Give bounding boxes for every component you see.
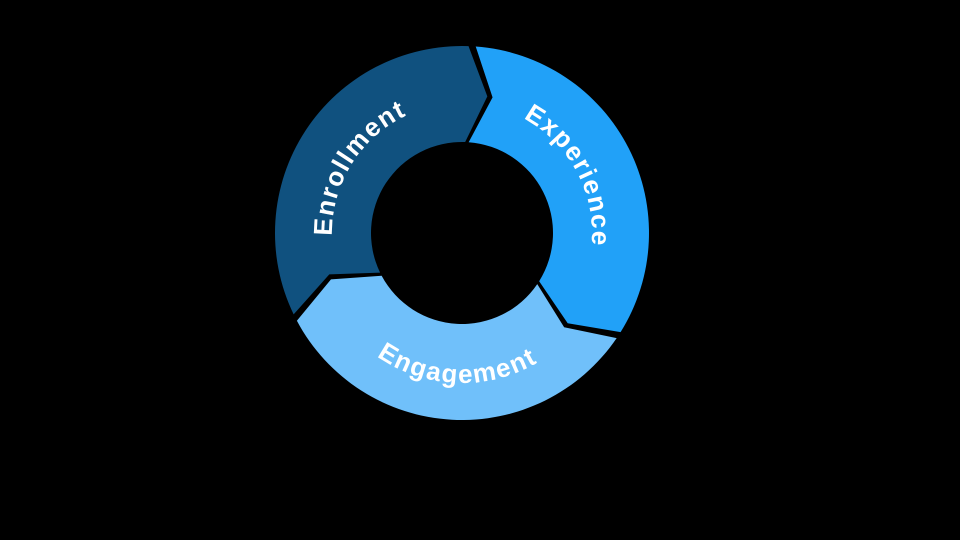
- segment-experience: [468, 46, 649, 333]
- segment-engagement: [296, 275, 617, 420]
- segment-enrollment: [274, 45, 488, 315]
